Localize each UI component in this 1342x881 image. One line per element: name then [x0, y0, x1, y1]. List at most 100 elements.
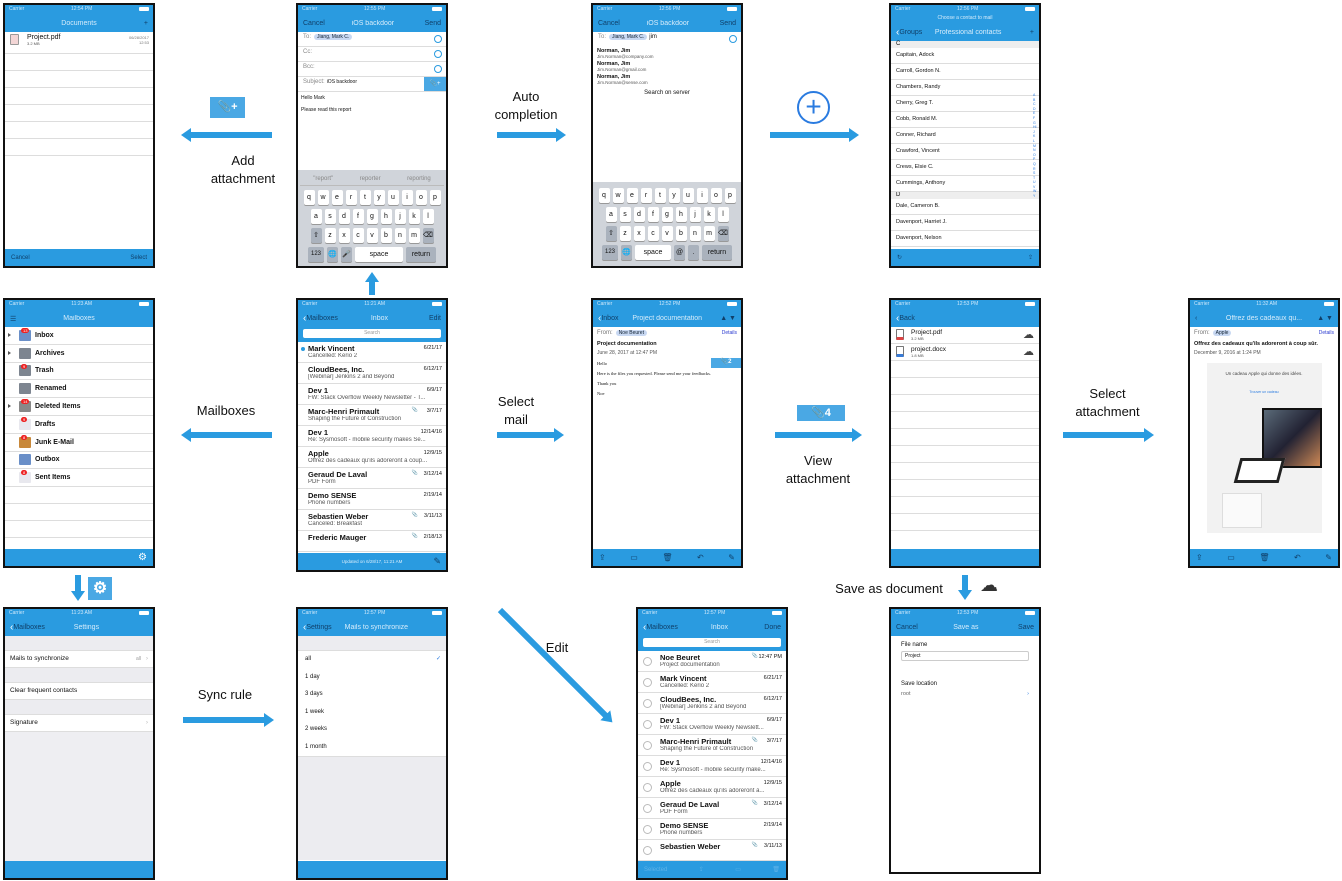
contact-row[interactable]: Carroll, Gordon N.: [891, 64, 1039, 80]
folder-icon[interactable]: ▭: [630, 553, 638, 562]
share-icon[interactable]: ⇪: [1027, 255, 1033, 261]
key[interactable]: b: [380, 228, 392, 243]
share-icon[interactable]: ⇪: [599, 553, 606, 562]
key[interactable]: return: [406, 247, 436, 262]
cancel-button[interactable]: Cancel: [11, 254, 30, 261]
compose-icon[interactable]: ✎: [433, 556, 441, 566]
key[interactable]: q: [598, 188, 610, 203]
sync-option[interactable]: 1 day: [298, 669, 446, 687]
key[interactable]: space: [355, 247, 403, 262]
sender-chip[interactable]: Noe Beuret: [615, 330, 647, 336]
share-icon[interactable]: ⇪: [698, 867, 704, 873]
contact-row[interactable]: Chambers, Randy: [891, 80, 1039, 96]
sync-option[interactable]: 1 week: [298, 704, 446, 722]
key[interactable]: 🌐: [327, 247, 338, 262]
prev-next-buttons[interactable]: ▲ ▼: [1317, 315, 1333, 322]
refresh-icon[interactable]: ↻: [897, 255, 903, 261]
key[interactable]: j: [394, 209, 406, 224]
reply-icon[interactable]: ↶: [697, 553, 704, 562]
save-location-row[interactable]: root›: [901, 691, 1029, 697]
key[interactable]: k: [703, 207, 715, 222]
field-cc[interactable]: Cc:: [298, 47, 446, 62]
key[interactable]: space: [635, 245, 671, 260]
sync-option[interactable]: 2 weeks: [298, 721, 446, 739]
key[interactable]: k: [408, 209, 420, 224]
mailbox-row[interactable]: Renamed: [5, 380, 153, 399]
share-icon[interactable]: ⇪: [1196, 553, 1203, 562]
key[interactable]: r: [345, 190, 357, 205]
details-link[interactable]: Details: [721, 330, 737, 336]
contact-row[interactable]: Crawford, Vincent: [891, 144, 1039, 160]
contact-row[interactable]: Cobb, Ronald M.: [891, 112, 1039, 128]
nav-left-button[interactable]: Settings: [306, 624, 332, 631]
nav-left-button[interactable]: Cancel: [896, 624, 918, 631]
key[interactable]: m: [703, 226, 715, 241]
nav-left-button[interactable]: Inbox: [601, 315, 619, 322]
nav-left-button[interactable]: Mailboxes: [306, 315, 338, 322]
back-chevron-icon[interactable]: ‹: [303, 313, 307, 324]
key[interactable]: v: [366, 228, 378, 243]
nav-right-button[interactable]: Edit: [428, 315, 441, 322]
nav-right-button[interactable]: Done: [764, 624, 781, 631]
key[interactable]: y: [668, 188, 680, 203]
prev-next-buttons[interactable]: ▲ ▼: [720, 315, 736, 322]
key[interactable]: @: [674, 245, 685, 260]
search-bar[interactable]: Search: [298, 327, 446, 342]
expand-arrow-icon[interactable]: [8, 404, 11, 409]
back-chevron-icon[interactable]: ‹: [10, 622, 14, 633]
key[interactable]: h: [675, 207, 687, 222]
nav-left-button[interactable]: Mailboxes: [13, 624, 45, 631]
nav-right-button[interactable]: Send: [424, 20, 441, 27]
key[interactable]: n: [394, 228, 406, 243]
key[interactable]: u: [682, 188, 694, 203]
back-chevron-icon[interactable]: ‹: [896, 27, 900, 38]
trash-icon[interactable]: 🗑: [662, 553, 673, 562]
key[interactable]: i: [401, 190, 413, 205]
recipient-chip[interactable]: Jiang, Mark C.: [609, 34, 648, 40]
key[interactable]: o: [710, 188, 722, 203]
key[interactable]: 🎤: [341, 247, 352, 262]
trash-icon[interactable]: 🗑: [1259, 553, 1270, 562]
key[interactable]: .: [688, 245, 699, 260]
key[interactable]: q: [303, 190, 315, 205]
select-circle[interactable]: [643, 678, 652, 687]
key[interactable]: i: [696, 188, 708, 203]
key[interactable]: s: [324, 209, 336, 224]
key[interactable]: w: [317, 190, 329, 205]
contact-row[interactable]: Dale, Cameron B.: [891, 199, 1039, 215]
field-bcc[interactable]: Bcc:: [298, 62, 446, 77]
key[interactable]: x: [338, 228, 350, 243]
select-button[interactable]: Select: [130, 254, 147, 261]
contact-row[interactable]: Davenport, Nelson: [891, 231, 1039, 247]
key[interactable]: 🌐: [621, 245, 632, 260]
contact-row[interactable]: Davenport, Harriet J.: [891, 215, 1039, 231]
suggestion[interactable]: reporting: [407, 175, 431, 182]
reply-icon[interactable]: ↶: [1294, 553, 1301, 562]
mailbox-row[interactable]: Archives: [5, 345, 153, 363]
add-recipient-icon[interactable]: [434, 35, 442, 43]
contact-row[interactable]: Crews, Elsie C.: [891, 160, 1039, 176]
select-circle[interactable]: [643, 657, 652, 666]
nav-left-button[interactable]: Cancel: [303, 20, 325, 27]
select-circle[interactable]: [643, 699, 652, 708]
key[interactable]: r: [640, 188, 652, 203]
key[interactable]: e: [626, 188, 638, 203]
field-to_label[interactable]: To:Jiang, Mark C.: [298, 32, 446, 47]
key[interactable]: c: [352, 228, 364, 243]
key[interactable]: a: [605, 207, 617, 222]
contact-row[interactable]: Capitain, Adock: [891, 48, 1039, 64]
sender-chip[interactable]: Apple: [1212, 330, 1232, 336]
key[interactable]: ⇧: [605, 226, 617, 241]
